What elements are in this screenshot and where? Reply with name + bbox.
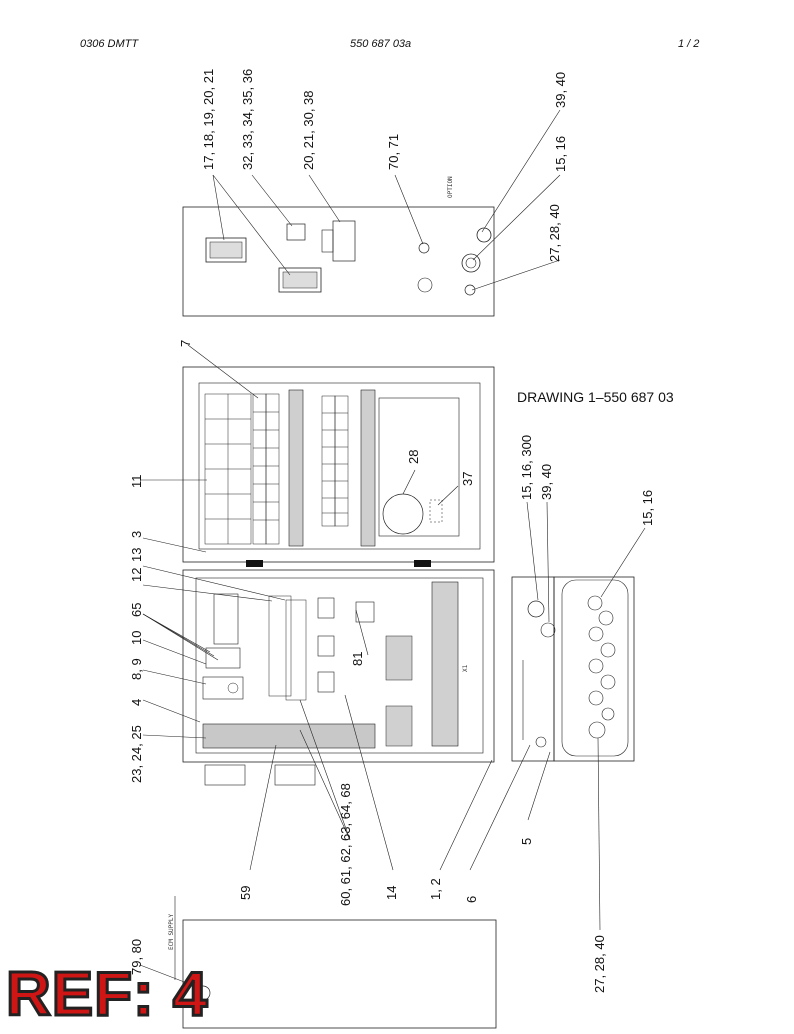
callout-11: 11 (129, 475, 144, 489)
callout-6: 6 (464, 896, 479, 903)
callout-14: 14 (384, 886, 399, 900)
callout-15-16-300: 15, 16, 300 (519, 435, 534, 500)
drawing-title: DRAWING 1–550 687 03 (517, 389, 674, 405)
callout-65: 65 (129, 603, 144, 617)
ref-stamp: REF: 4 (4, 960, 209, 1029)
callout-7: 7 (178, 340, 193, 347)
callout-81: 81 (350, 652, 365, 666)
callout-27-28-40-top: 27, 28, 40 (547, 204, 562, 262)
ecm-supply-panel (139, 896, 497, 1029)
callout-8-9: 8, 9 (129, 658, 144, 680)
callout-59: 59 (238, 886, 253, 900)
callout-1-2: 1, 2 (428, 878, 443, 900)
top-panel (182, 206, 495, 317)
header-drawing-number: 550 687 03a (350, 38, 412, 50)
callout-60-68: 60, 61, 62, 63, 64, 68 (338, 783, 353, 906)
callout-37: 37 (460, 472, 475, 486)
callout-20-38: 20, 21, 30, 38 (301, 90, 316, 170)
callout-10: 10 (129, 631, 144, 645)
callout-28: 28 (406, 450, 421, 464)
x1-label: X1 (462, 664, 469, 672)
callout-17-21: 17, 18, 19, 20, 21 (201, 69, 216, 170)
top-leaders (212, 109, 561, 291)
side-leaders (526, 501, 646, 931)
door-leaders (140, 344, 459, 553)
option-label: OPTION (447, 176, 454, 198)
header-page-number: 1 / 2 (678, 38, 700, 50)
callout-5: 5 (519, 838, 534, 845)
side-view (511, 576, 635, 762)
callout-27-28-40-bottom: 27, 28, 40 (592, 935, 607, 993)
callout-4: 4 (129, 699, 144, 706)
callout-23-25: 23, 24, 25 (129, 725, 144, 783)
cabinet-leaders (142, 565, 551, 871)
callout-15-16-top: 15, 16 (553, 136, 568, 172)
callout-79-80: 79, 80 (129, 939, 144, 975)
callout-13: 13 (129, 548, 144, 562)
callout-39-40-side: 39, 40 (539, 464, 554, 500)
ecm-supply-label: ECM SUPPLY (168, 913, 175, 950)
cabinet (182, 569, 495, 786)
callout-39-40-top: 39, 40 (553, 72, 568, 108)
callout-15-16-side: 15, 16 (640, 490, 655, 526)
callout-3: 3 (129, 531, 144, 538)
callout-12: 12 (129, 568, 144, 582)
callout-32-36: 32, 33, 34, 35, 36 (240, 69, 255, 170)
callout-70-71: 70, 71 (386, 134, 401, 170)
door-panel (182, 366, 495, 567)
header-document-code: 0306 DMTT (80, 38, 139, 50)
